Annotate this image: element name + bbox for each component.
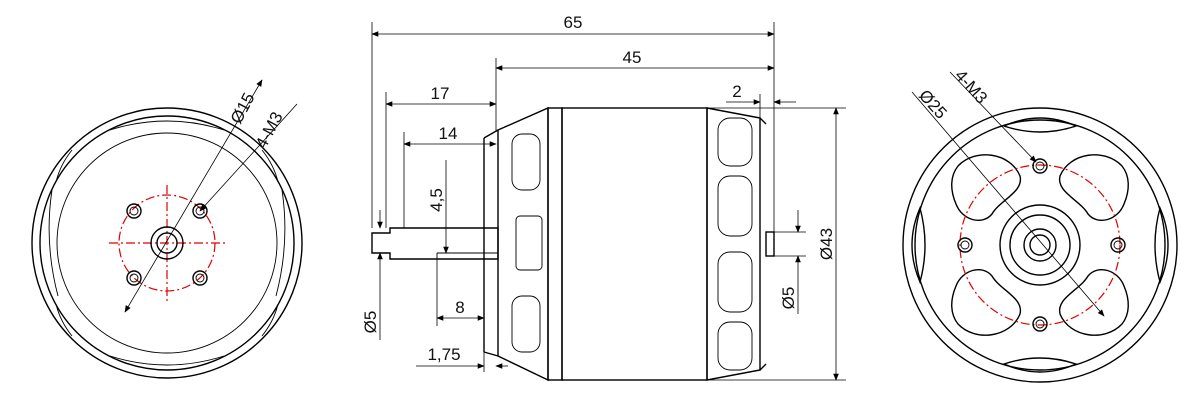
rear-bolt-circle bbox=[959, 164, 1121, 326]
front-holes-label: 4-M3 bbox=[252, 109, 287, 152]
rear-shaft-stub bbox=[765, 231, 775, 257]
side-view: 65 45 17 14 4,5 8 Ø5 1,75 bbox=[361, 13, 846, 382]
rear-hub-mid bbox=[1009, 214, 1071, 276]
overall-length-label: 65 bbox=[564, 13, 583, 32]
shaft-diameter-label: Ø5 bbox=[361, 311, 380, 334]
rear-hub-outer bbox=[999, 204, 1081, 286]
shaft-length-label: 14 bbox=[439, 124, 458, 143]
rear-rim-cutouts bbox=[911, 117, 1169, 373]
rear-holes-label: 4-M3 bbox=[951, 66, 991, 107]
shaft bbox=[371, 227, 499, 260]
front-bolt-circle-leader bbox=[124, 79, 263, 313]
rear-bolt-circle-label: Ø25 bbox=[915, 86, 951, 123]
rear-mount-holes bbox=[957, 158, 1126, 332]
rear-shaft-outer bbox=[1023, 228, 1057, 262]
rear-bell-slots bbox=[717, 117, 753, 371]
rear-shaft-inner bbox=[1029, 234, 1051, 256]
rear-offset-label: 2 bbox=[732, 82, 741, 101]
front-view: Ø15 4-M3 bbox=[31, 79, 303, 379]
flange-thickness-label: 1,75 bbox=[427, 345, 460, 364]
front-bell-windows bbox=[511, 133, 543, 353]
front-holes-leader bbox=[199, 103, 298, 212]
outer-diameter-label: Ø43 bbox=[817, 228, 836, 260]
front-offset-label: 17 bbox=[431, 84, 450, 103]
rotor-body bbox=[561, 107, 708, 381]
front-bell bbox=[497, 106, 549, 382]
shaft-flat-depth-label: 4,5 bbox=[427, 188, 446, 212]
rear-bolt-circle-leader bbox=[911, 91, 1105, 317]
rear-spoke-windows bbox=[951, 154, 1129, 336]
body-length-label: 45 bbox=[623, 48, 642, 67]
front-bolt-circle-label: Ø15 bbox=[227, 90, 259, 127]
rear-view: Ø25 4-M3 bbox=[902, 66, 1178, 383]
rear-outer-circle bbox=[902, 107, 1178, 383]
rear-shaft-diameter-label: Ø5 bbox=[779, 287, 798, 310]
rear-inner-ring bbox=[914, 119, 1166, 371]
rear-holes-leader bbox=[949, 71, 1037, 163]
flat-length-label: 8 bbox=[455, 298, 464, 317]
rotor-front-rim bbox=[547, 107, 563, 381]
